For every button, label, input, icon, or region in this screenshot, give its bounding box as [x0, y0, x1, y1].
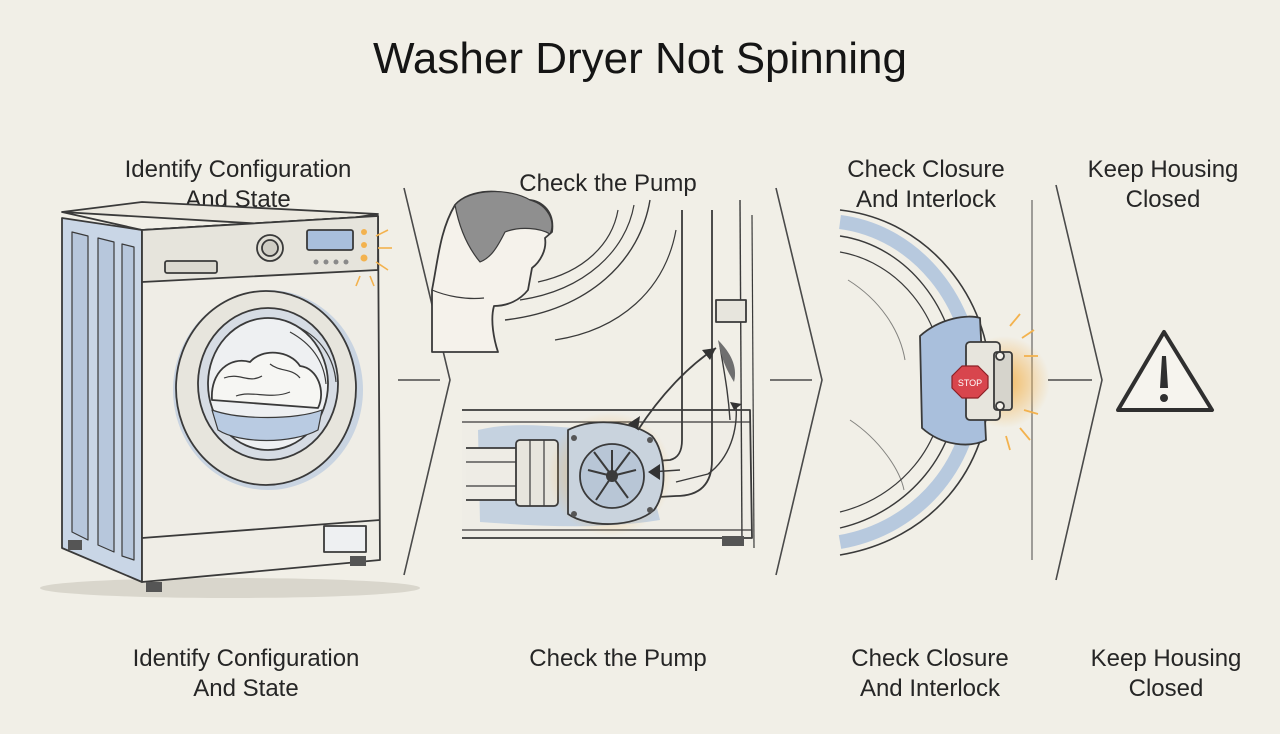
stop-sign-label: STOP — [958, 378, 982, 388]
washing-machine-illustration — [40, 201, 420, 598]
step-2-bottom-label: Check the Pump — [529, 645, 707, 672]
washer-dryer-diagram: Washer Dryer Not Spinning Identify Confi… — [40, 34, 1241, 702]
page-title: Washer Dryer Not Spinning — [373, 34, 907, 83]
diagram-artwork: STOP — [40, 184, 1214, 598]
warning-icon — [1116, 330, 1214, 412]
step-2-top-label: Check the Pump — [519, 170, 697, 197]
stop-sign-icon — [951, 365, 989, 399]
separator-chevron-3 — [1055, 184, 1103, 581]
door-interlock-illustration — [838, 209, 1050, 556]
pump-illustration — [431, 190, 755, 549]
separator-chevron-1 — [403, 187, 451, 576]
separator-chevron-2 — [775, 187, 823, 576]
